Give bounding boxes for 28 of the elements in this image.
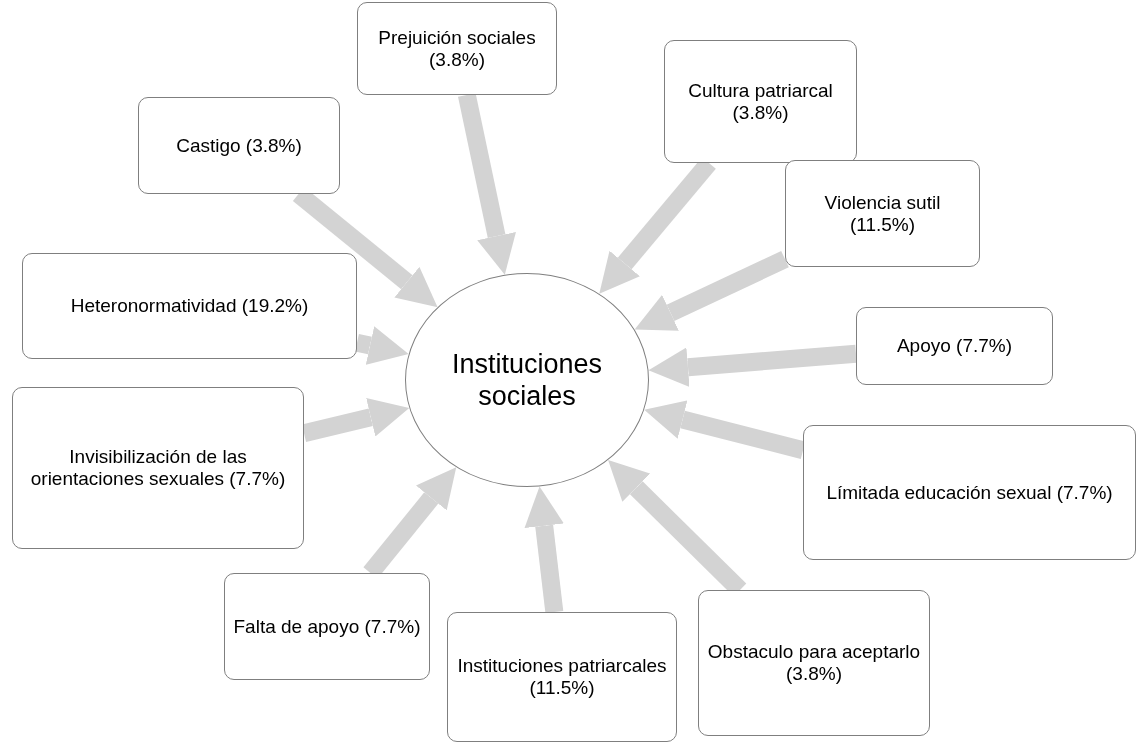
factor-box (447, 612, 677, 742)
block-arrow (648, 344, 857, 387)
block-arrow (355, 326, 409, 365)
node-label: Falta de apoyo (7.7%) (233, 615, 421, 638)
factor-box (698, 590, 930, 736)
factor-box (138, 97, 340, 194)
block-arrow (634, 251, 789, 331)
block-arrow (524, 486, 564, 614)
node-label: Prejuición sociales (3.8%) (377, 26, 537, 71)
node-label: Apoyo (7.7%) (896, 335, 1013, 357)
factor-box (12, 387, 304, 549)
node-label: Violencia sutil (11.5%) (823, 191, 942, 236)
factor-box (856, 307, 1053, 385)
factor-box (357, 2, 557, 95)
node-label: Instituciones patriarcales (11.5%) (456, 655, 668, 699)
block-arrow (458, 93, 516, 275)
node-label: Obstaculo para aceptarlo (3.8%) (707, 641, 921, 685)
node-label: Límitada educación sexual (7.7%) (826, 481, 1113, 504)
node-label: Heteronormatividad (19.2%) (70, 295, 309, 317)
factor-box (803, 425, 1136, 560)
node-label: Invisibilización de las orientaciones sexuales (7.7%) (29, 446, 287, 490)
factor-box (224, 573, 430, 680)
node-label: Instituciones sociales (450, 348, 604, 412)
node-label: Cultura patriarcal (3.8%) (687, 79, 834, 124)
factor-box (785, 160, 980, 267)
factor-box (22, 253, 357, 359)
node-label: Castigo (3.8%) (176, 134, 302, 157)
factor-box (664, 40, 857, 163)
